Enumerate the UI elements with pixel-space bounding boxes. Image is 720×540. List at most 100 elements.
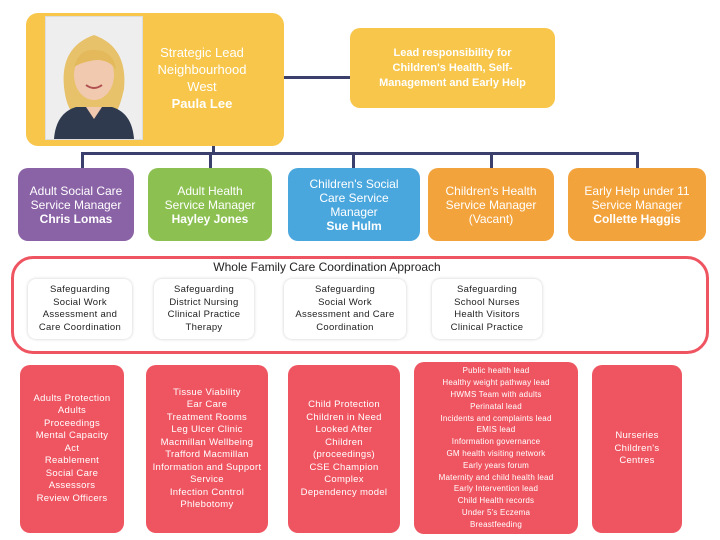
approach-4-line-1: Safeguarding: [456, 284, 518, 295]
team-4-line-6: EMIS lead: [476, 425, 516, 435]
lead-name: Paula Lee: [171, 96, 233, 111]
team-3-line-8: Dependency model: [300, 486, 388, 498]
connector-drop-4: [490, 152, 493, 168]
responsibility-line-2: Children's Health, Self-: [392, 61, 513, 74]
approach-item-district-nursing: Safeguarding District Nursing Clinical P…: [154, 279, 254, 339]
approach-1-line-1: Safeguarding: [49, 284, 111, 295]
approach-item-school-nurses: Safeguarding School Nurses Health Visito…: [432, 279, 542, 339]
approach-item-social-work-children: Safeguarding Social Work Assessment and …: [284, 279, 406, 339]
team-5-line-1: Nurseries: [615, 430, 659, 442]
team-1-line-3: Proceedings: [43, 417, 101, 429]
lead-responsibility-box: Lead responsibility for Children's Healt…: [350, 28, 555, 108]
manager-4-line-3: (Vacant): [468, 211, 514, 226]
team-2-line-1: Tissue Viability: [173, 386, 241, 398]
team-4-line-2: Healthy weight pathway lead: [442, 378, 550, 388]
team-3-line-4: Children: [325, 436, 363, 448]
manager-3-line-3: Manager: [330, 204, 378, 219]
team-2-line-10: Phlebotomy: [180, 499, 234, 510]
manager-5-line-2: Service Manager: [591, 197, 683, 212]
team-1-line-6: Reablement: [44, 455, 100, 467]
team-3-line-5: (proceedings): [313, 449, 375, 460]
manager-1-line-2: Service Manager: [30, 197, 122, 212]
person-photo-icon: [45, 16, 143, 140]
team-1-line-9: Review Officers: [36, 492, 108, 504]
connector-drop-2: [209, 152, 212, 168]
team-3-line-3: Looked After: [315, 424, 373, 435]
team-4-line-12: Child Health records: [457, 496, 535, 506]
connector-lead-to-responsibility: [284, 76, 350, 79]
manager-2-name: Hayley Jones: [171, 211, 249, 226]
team-5-line-2: Children's: [614, 442, 660, 454]
lead-title-line-3: West: [187, 79, 217, 94]
manager-box-childrens-social-care: Children's Social Care Service Manager S…: [288, 168, 420, 241]
approach-item-social-work-adults: Safeguarding Social Work Assessment and …: [28, 279, 132, 339]
lead-title-line-2: Neighbourhood: [157, 62, 247, 77]
team-5-line-3: Centres: [619, 455, 655, 467]
manager-5-name: Collette Haggis: [593, 211, 681, 226]
team-2-line-4: Leg Ulcer Clinic: [171, 424, 243, 435]
team-3-line-2: Children in Need: [306, 411, 382, 423]
connector-drop-3: [352, 152, 355, 168]
team-2-line-7: Information and Support: [152, 461, 262, 473]
manager-4-line-2: Service Manager: [445, 197, 537, 212]
team-2-line-3: Treatment Rooms: [166, 411, 248, 423]
team-4-line-1: Public health lead: [462, 366, 530, 376]
manager-1-name: Chris Lomas: [39, 211, 113, 226]
strategic-lead-text: Strategic Lead Neighbourhood West Paula …: [142, 38, 262, 118]
approach-1-line-2: Social Work: [53, 296, 107, 308]
team-box-adults: Adults Protection Adults Proceedings Men…: [20, 365, 124, 533]
team-3-line-7: Complex: [324, 474, 364, 485]
manager-5-line-1: Early Help under 11: [584, 183, 690, 198]
manager-1-line-1: Adult Social Care: [29, 183, 123, 198]
team-1-line-8: Assessors: [48, 480, 96, 492]
approach-3-line-1: Safeguarding: [314, 284, 376, 295]
manager-box-early-help: Early Help under 11 Service Manager Coll…: [568, 168, 706, 241]
approach-4-line-3: Health Visitors: [454, 309, 520, 320]
team-2-line-8: Service: [190, 474, 224, 485]
lead-title-line-1: Strategic Lead: [160, 45, 244, 60]
team-1-line-1: Adults Protection: [33, 392, 111, 404]
approach-3-line-4: Coordination: [316, 321, 374, 333]
connector-drop-5: [636, 152, 639, 168]
manager-box-childrens-health: Children's Health Service Manager (Vacan…: [428, 168, 554, 241]
team-2-line-2: Ear Care: [186, 399, 228, 410]
manager-2-line-1: Adult Health: [177, 183, 243, 198]
approach-3-line-3: Assessment and Care: [295, 309, 395, 320]
team-box-childrens-health: Public health lead Healthy weight pathwa…: [414, 362, 578, 534]
responsibility-line-3: Management and Early Help: [379, 76, 526, 89]
team-4-line-9: Early years forum: [462, 460, 530, 470]
team-box-adult-health: Tissue Viability Ear Care Treatment Room…: [146, 365, 268, 533]
approach-2-line-4: Therapy: [185, 321, 223, 333]
team-1-line-2: Adults: [57, 405, 87, 417]
connector-horizontal-bar: [81, 152, 638, 155]
approach-2-line-1: Safeguarding: [173, 284, 235, 295]
manager-3-line-1: Children's Social: [309, 176, 399, 191]
approach-1-line-3: Assessment and: [42, 309, 118, 320]
team-3-line-6: CSE Champion: [309, 461, 379, 473]
team-4-line-5: Incidents and complaints lead: [440, 413, 552, 423]
responsibility-line-1: Lead responsibility for: [393, 46, 512, 59]
connector-drop-1: [81, 152, 84, 168]
team-4-line-8: GM health visiting network: [446, 449, 546, 458]
team-4-line-3: HWMS Team with adults: [450, 390, 542, 400]
manager-box-adult-health: Adult Health Service Manager Hayley Jone…: [148, 168, 272, 241]
team-1-line-7: Social Care: [45, 467, 99, 479]
team-4-line-10: Maternity and child health lead: [438, 472, 554, 482]
team-2-line-6: Trafford Macmillan: [165, 449, 249, 460]
team-1-line-5: Act: [64, 442, 80, 454]
team-box-nurseries: Nurseries Children's Centres: [592, 365, 682, 533]
team-3-line-1: Child Protection: [308, 399, 380, 410]
team-box-childrens-social-care: Child Protection Children in Need Looked…: [288, 365, 400, 533]
manager-3-line-2: Care Service: [319, 190, 389, 205]
portrait-illustration: [46, 17, 142, 139]
manager-4-line-1: Children's Health: [445, 183, 537, 198]
manager-3-name: Sue Hulm: [326, 218, 382, 233]
connector-trunk: [212, 140, 215, 154]
approach-4-line-4: Clinical Practice: [450, 321, 524, 333]
manager-2-line-2: Service Manager: [164, 197, 256, 212]
team-2-line-9: Infection Control: [169, 486, 245, 498]
team-4-line-4: Perinatal lead: [470, 401, 522, 411]
approach-2-line-3: Clinical Practice: [167, 309, 241, 320]
approach-1-line-4: Care Coordination: [38, 321, 122, 333]
approach-4-line-2: School Nurses: [454, 296, 520, 308]
